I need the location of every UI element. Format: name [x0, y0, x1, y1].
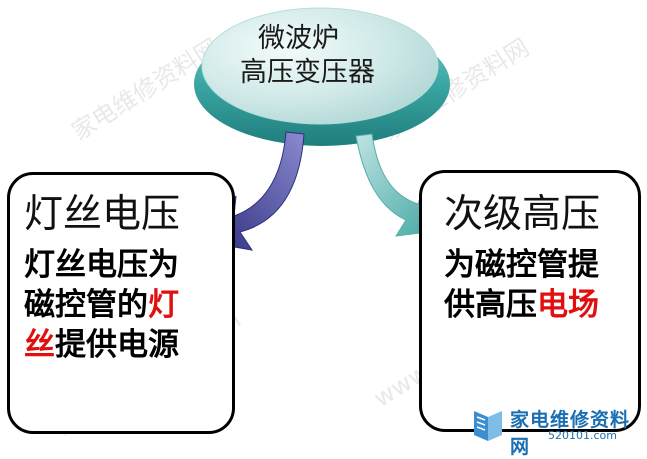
- right-node-line2-text: 供高压: [444, 287, 537, 323]
- right-node-line2: 供高压电场: [444, 285, 599, 325]
- right-node-title: 次级高压: [444, 192, 601, 237]
- right-node-box: 次级高压 为磁控管提 供高压电场: [419, 170, 641, 432]
- left-node-box: 灯丝电压 灯丝电压为 磁控管的灯 丝提供电源: [7, 172, 235, 434]
- left-node-line2: 磁控管的灯: [24, 285, 179, 325]
- center-node-line1: 微波炉: [258, 23, 339, 54]
- left-node-line2-text: 磁控管的: [24, 287, 148, 323]
- left-node-line1: 灯丝电压为: [24, 247, 179, 283]
- left-node-line3-text: 提供电源: [55, 327, 179, 363]
- left-node-body: 灯丝电压为 磁控管的灯 丝提供电源: [24, 245, 179, 365]
- logo-icon: [474, 411, 502, 441]
- center-node-label: 微波炉 高压变压器: [240, 22, 440, 90]
- logo-url: 520101.com: [548, 429, 617, 442]
- center-node: [194, 7, 450, 146]
- left-node-line3-highlight: 丝: [24, 327, 55, 363]
- right-node-line1: 为磁控管提: [444, 247, 599, 283]
- left-node-line2-highlight: 灯: [148, 287, 179, 323]
- site-logo: 家电维修资料网 520101.com: [468, 403, 644, 458]
- center-node-face: [201, 7, 439, 125]
- right-node-body: 为磁控管提 供高压电场: [444, 245, 599, 325]
- right-node-line2-highlight: 电场: [537, 287, 599, 323]
- left-node-line3: 丝提供电源: [24, 325, 179, 365]
- center-node-line2: 高压变压器: [240, 57, 375, 88]
- left-node-title: 灯丝电压: [24, 192, 181, 237]
